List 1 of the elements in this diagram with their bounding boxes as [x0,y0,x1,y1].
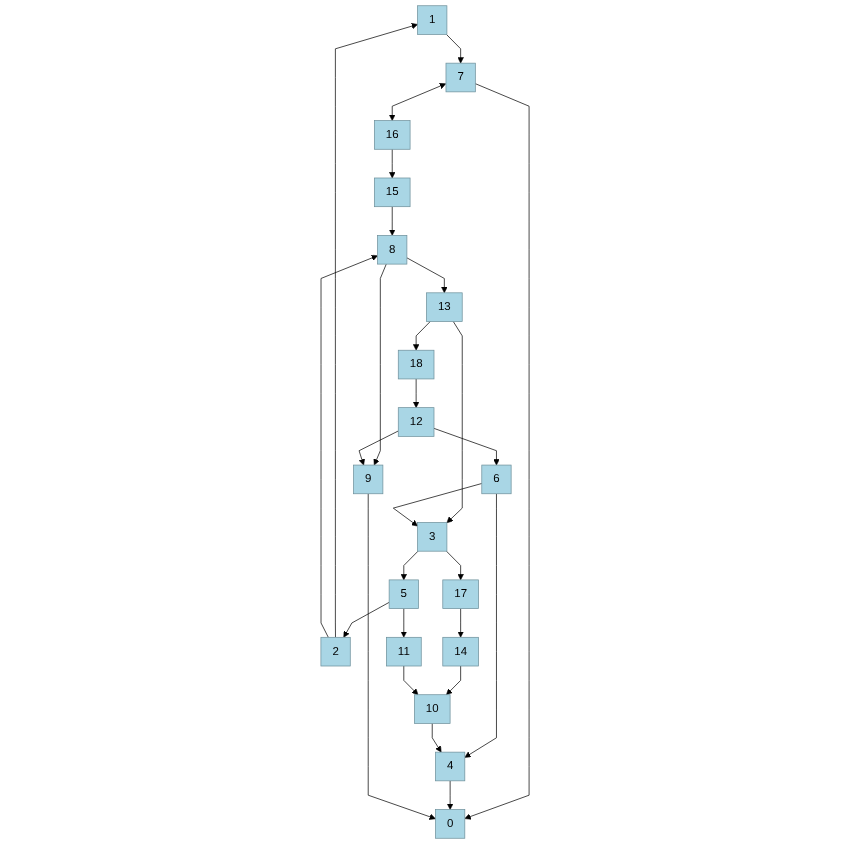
arrow [389,83,446,121]
